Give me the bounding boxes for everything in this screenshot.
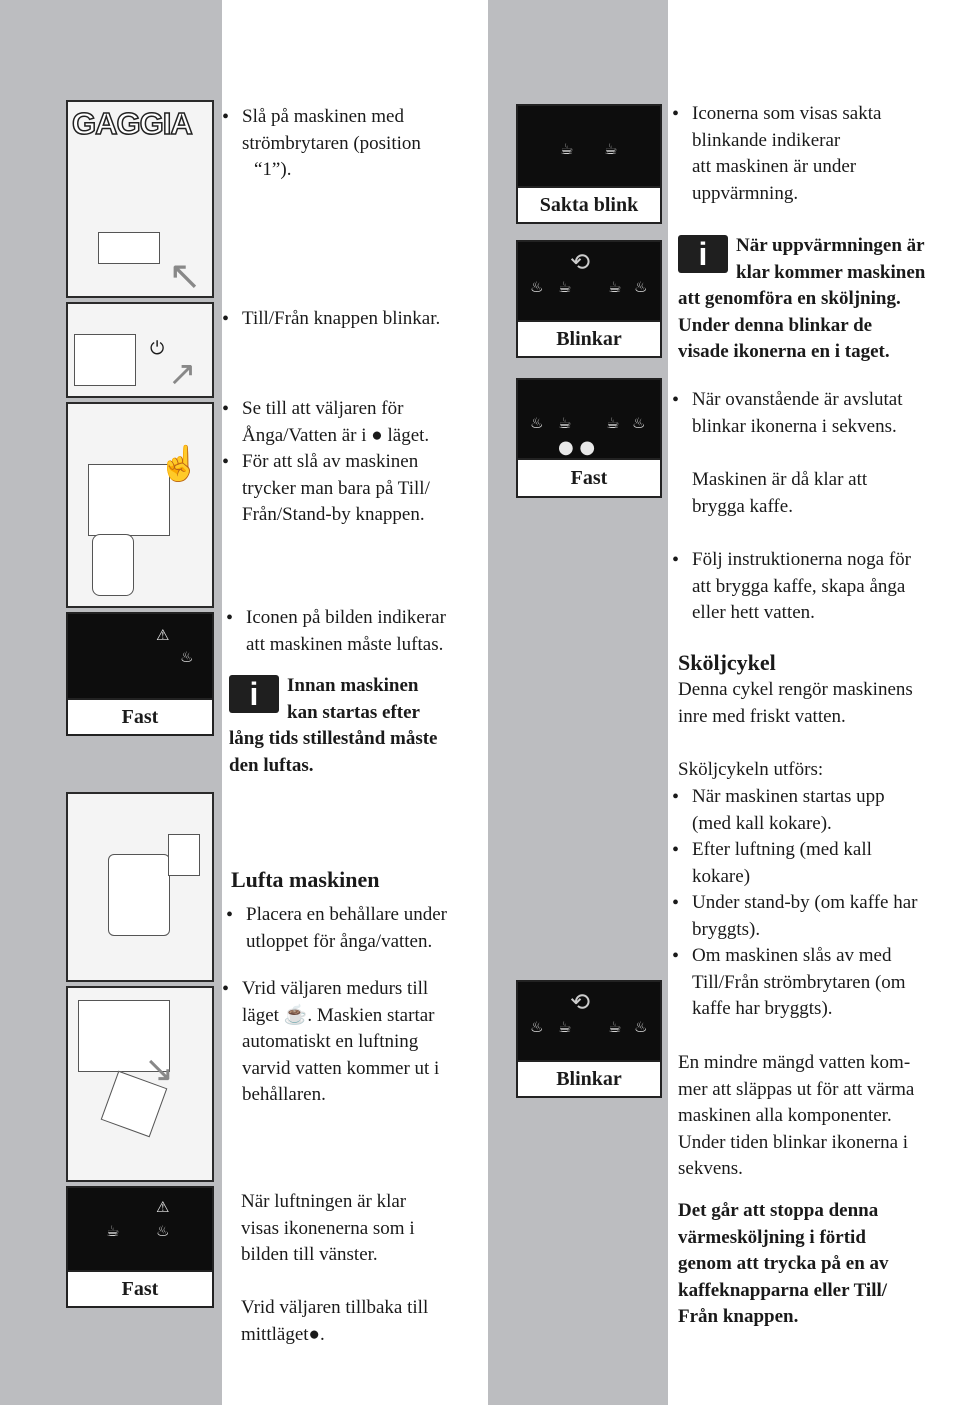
beans-icon: ● ● — [558, 437, 596, 458]
arrow-icon: ↗ — [168, 356, 197, 393]
nozzle-sketch — [168, 834, 200, 876]
steam-icon: ♨ — [530, 1018, 544, 1036]
ready-text: Maskinen är då klar att brygga kaffe. — [692, 469, 868, 517]
step-power-on: Slå på maskinen med strömbrytaren (posit… — [222, 104, 492, 184]
warning-icon: ⚠ — [156, 626, 170, 644]
display-panel-slow-blink: ☕ ☕ Sakta blink — [516, 104, 662, 224]
panel-label: Fast — [68, 1270, 212, 1306]
warning-icon: ⚠ — [156, 1198, 170, 1216]
espresso-icon: ☕ — [558, 1018, 572, 1036]
section-heading-rinse: Sköljcykel — [678, 650, 776, 675]
rinse-list-item: När maskinen startas upp (med kall kokar… — [672, 784, 960, 837]
hot-water-icon: ♨ — [634, 1018, 648, 1036]
display-sketch — [74, 334, 136, 386]
display-panel-fast-2: ⚠ ☕ ♨ Fast — [66, 1186, 214, 1308]
display-panel-fast-1: ⚠ ♨ Fast — [66, 612, 214, 736]
step-place-container: Placera en behållare under utloppet för … — [226, 902, 508, 955]
rotate-arrows-icon: ⟲ — [570, 250, 591, 276]
coffee-icon: ☕ — [608, 278, 622, 296]
hot-water-icon: ♨ — [632, 414, 646, 432]
heating-icons-text: Iconerna som visas sakta blinkande indik… — [672, 101, 960, 207]
steam-icon: ♨ — [530, 414, 544, 432]
panel-label: Fast — [518, 458, 660, 496]
selector-knob-illustration: ☝ — [66, 402, 214, 608]
espresso-icon: ☕ — [558, 278, 572, 296]
section-heading-prime: Lufta maskinen — [231, 867, 380, 892]
panel-label: Sakta blink — [518, 186, 660, 222]
coffee-icon: ☕ — [604, 140, 618, 158]
hand-icon: ☝ — [158, 446, 201, 483]
rotate-back-text: Vrid väljaren tillbaka till mittläget●. — [241, 1297, 429, 1345]
power-switch-sketch — [98, 232, 160, 264]
water-released-text: En mindre mängd vatten kom- mer att släp… — [678, 1052, 915, 1179]
knob-sketch — [88, 464, 170, 536]
brand-logo: GAGGIA — [71, 105, 193, 142]
espresso-icon: ☕ — [106, 1222, 120, 1240]
steam-icon: ♨ — [530, 278, 544, 296]
espresso-icon: ☕ — [560, 140, 574, 158]
display-sketch — [78, 1000, 170, 1072]
info-note-priming: i Innan maskinen kan startas efter lång … — [229, 675, 438, 776]
rinse-list-item: Under stand-by (om kaffe har bryggts). — [672, 890, 960, 943]
espresso-icon: ☕ — [558, 414, 572, 432]
control-panel-illustration: ⏻ ↗ — [66, 302, 214, 398]
rotate-arrows-icon: ⟲ — [570, 990, 591, 1016]
hot-water-icon: ♨ — [156, 1222, 170, 1240]
stop-rinse-note: Det går att stoppa denna värmesköljning … — [678, 1200, 889, 1327]
panel-label: Blinkar — [518, 1060, 660, 1096]
display-panel-blinking-2: ♨ ☕ ☕ ♨ ⟲ Blinkar — [516, 980, 662, 1098]
rinse-list-item: Om maskinen slås av med Till/Från strömb… — [672, 943, 960, 1023]
info-note-rinse: i När uppvärmningen är klar kommer maski… — [678, 235, 926, 362]
follow-instructions-text: Följ instruktionerna noga för att brygga… — [672, 547, 960, 627]
coffee-icon: ☕ — [608, 1018, 622, 1036]
icons-sequence-text: När ovanstående är avslutat blinkar ikon… — [672, 387, 960, 440]
rinse-description: Denna cykel rengör maskinens inre med fr… — [678, 679, 913, 727]
info-icon: i — [678, 235, 728, 273]
rinse-list-item: Efter luftning (med kall kokare) — [672, 837, 960, 890]
right-band — [488, 0, 668, 1405]
panel-label: Blinkar — [518, 320, 660, 356]
step-turn-off: För att slå av maskinen trycker man bara… — [222, 449, 502, 529]
power-icon: ⏻ — [150, 338, 165, 358]
rinse-performed-label: Sköljcykeln utförs: — [678, 759, 824, 780]
machine-power-switch-illustration: GAGGIA ↖ — [66, 100, 214, 298]
panel-label: Fast — [68, 698, 212, 734]
arrow-icon: ↘ — [144, 1049, 175, 1089]
info-icon: i — [229, 675, 279, 713]
step-button-blinks: Till/Från knappen blinkar. — [222, 306, 502, 333]
hot-water-icon: ♨ — [180, 648, 194, 666]
step-needs-priming: Iconen på bilden indikerar att maskinen … — [226, 605, 506, 658]
step-check-selector: Se till att väljaren för Ånga/Vatten är … — [222, 396, 502, 449]
hot-water-icon: ♨ — [634, 278, 648, 296]
coffee-icon: ☕ — [606, 414, 620, 432]
priming-done-text: När luftningen är klar visas ikonenerna … — [241, 1191, 415, 1265]
rotate-knob-illustration: ↘ — [66, 986, 214, 1182]
step-rotate-selector: Vrid väljaren medurs till läget ☕. Maski… — [222, 976, 504, 1109]
jug-sketch — [108, 854, 170, 936]
cup-sketch — [92, 534, 134, 596]
display-panel-blinking-1: ♨ ☕ ☕ ♨ ⟲ Blinkar — [516, 240, 662, 358]
display-panel-fixed: ♨ ☕ ☕ ♨ ● ● Fast — [516, 378, 662, 498]
arrow-icon: ↖ — [168, 253, 202, 298]
steam-cup-illustration — [66, 792, 214, 982]
